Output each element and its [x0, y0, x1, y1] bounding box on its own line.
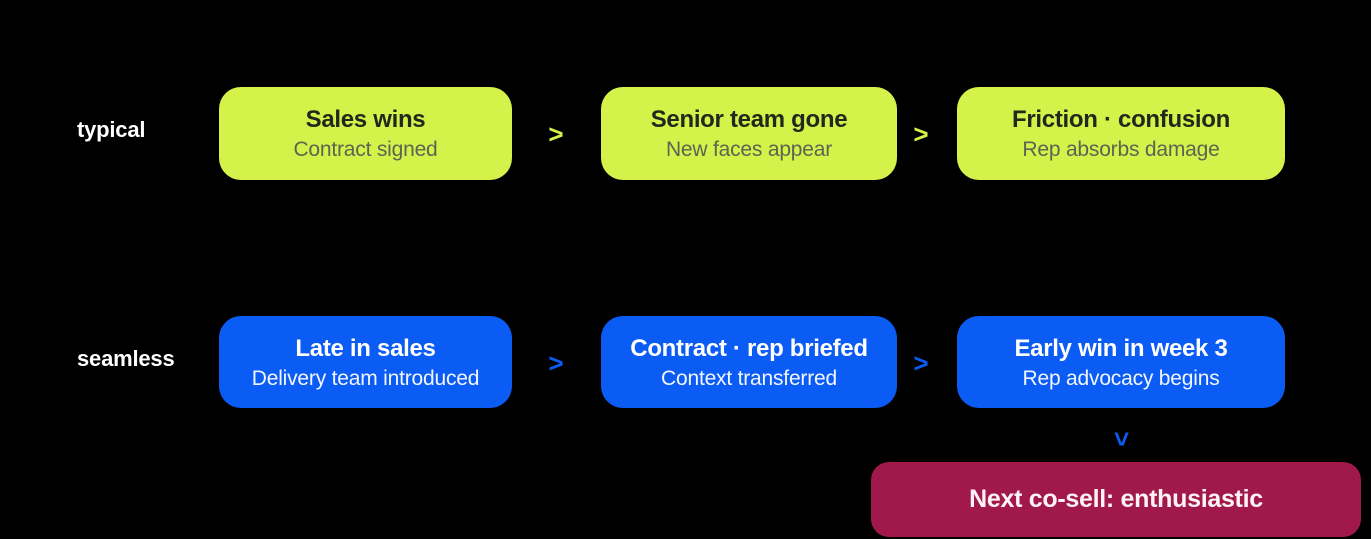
- chevron-right-icon: >: [548, 119, 564, 149]
- step-subtitle: Rep advocacy begins: [1022, 366, 1220, 390]
- step-title: Friction · confusion: [1012, 106, 1230, 133]
- step-sales-wins: Sales wins Contract signed: [219, 87, 512, 180]
- step-subtitle: Contract signed: [293, 138, 438, 161]
- chevron-right-icon: >: [913, 119, 929, 149]
- step-title: Contract · rep briefed: [630, 334, 868, 362]
- step-late-in-sales: Late in sales Delivery team introduced: [219, 316, 512, 408]
- chevron-right-icon: >: [548, 348, 564, 378]
- chevron-right-icon: >: [913, 348, 929, 378]
- step-subtitle: New faces appear: [665, 138, 833, 161]
- step-title: Senior team gone: [650, 106, 848, 133]
- step-subtitle: Delivery team introduced: [251, 366, 480, 390]
- chevron-down-icon: >: [1107, 431, 1137, 447]
- step-contract-rep-briefed: Contract · rep briefed Context transferr…: [601, 316, 897, 408]
- step-title: Early win in week 3: [1014, 334, 1228, 362]
- outcome-box: Next co-sell: enthusiastic: [871, 462, 1361, 537]
- step-title: Sales wins: [305, 106, 426, 133]
- step-senior-team-gone: Senior team gone New faces appear: [601, 87, 897, 180]
- step-subtitle: Context transferred: [661, 366, 837, 390]
- outcome-label: Next co-sell: enthusiastic: [969, 485, 1263, 513]
- step-friction-confusion: Friction · confusion Rep absorbs damage: [957, 87, 1285, 180]
- row-label-seamless: seamless: [77, 346, 175, 371]
- step-early-win-week-3: Early win in week 3 Rep advocacy begins: [957, 316, 1285, 408]
- row-label-typical: typical: [77, 117, 146, 142]
- step-title: Late in sales: [295, 334, 436, 362]
- step-subtitle: Rep absorbs damage: [1022, 138, 1220, 161]
